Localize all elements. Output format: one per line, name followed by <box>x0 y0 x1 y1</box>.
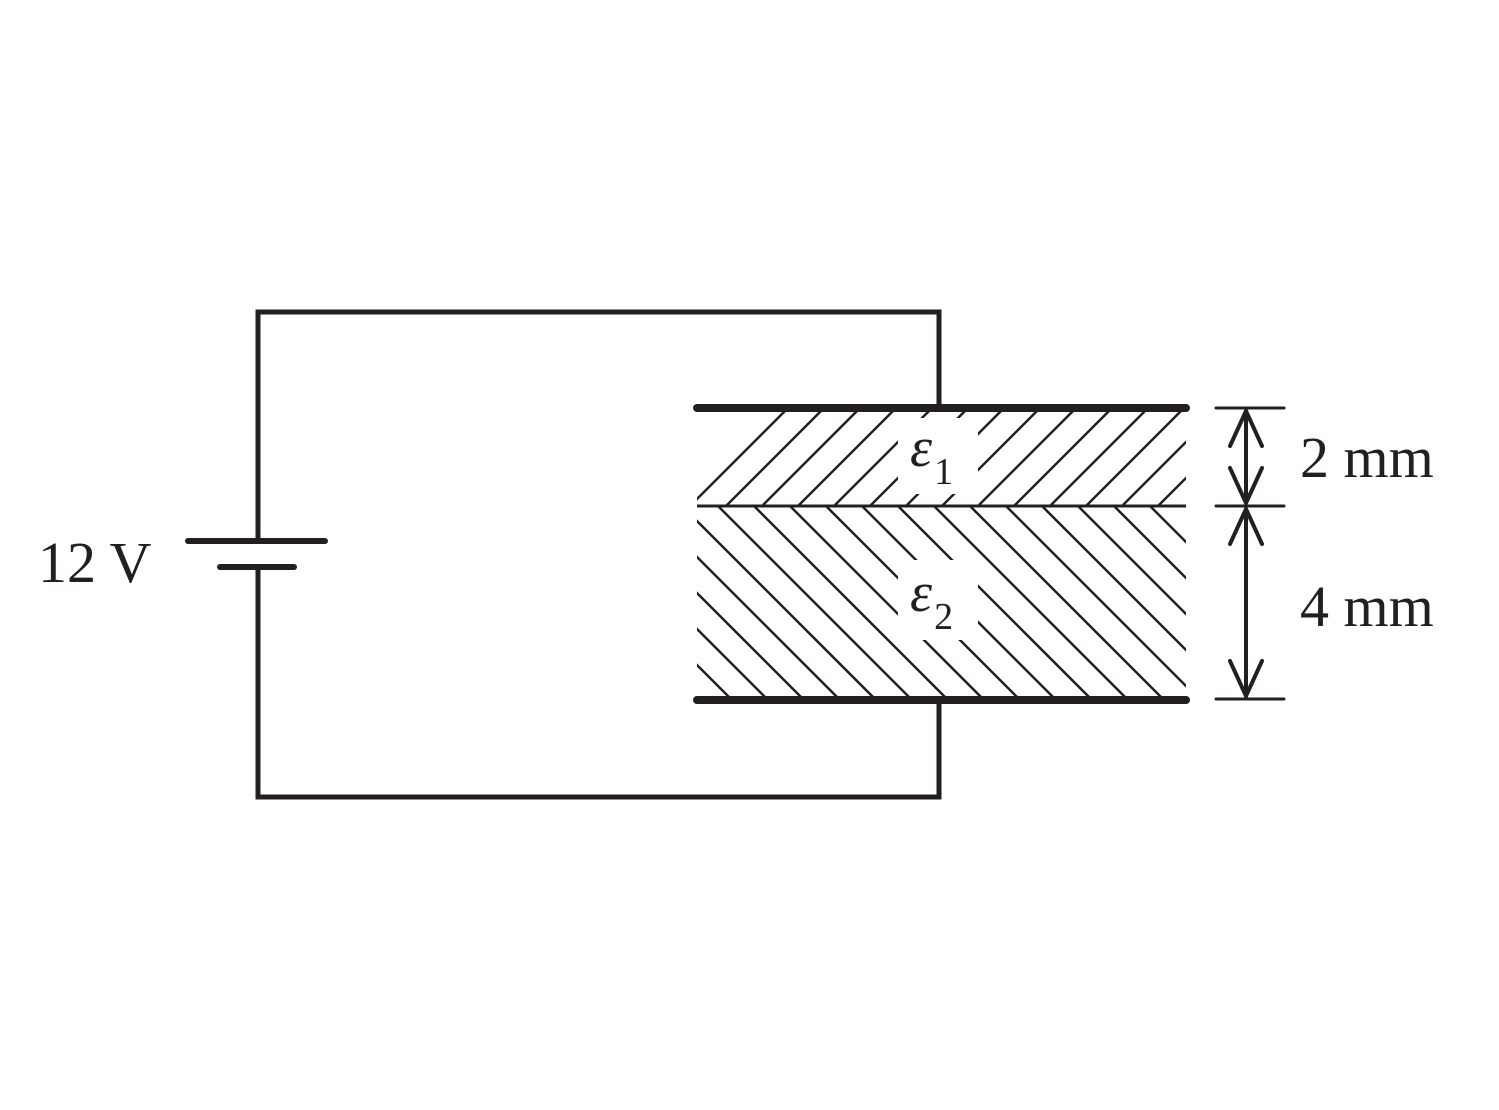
epsilon-2-label: ε2 <box>910 562 953 638</box>
hatch-line <box>761 410 860 506</box>
hatch-line <box>500 504 700 704</box>
bottom-wire <box>255 564 942 800</box>
hatch-line <box>725 410 824 506</box>
hatch-line <box>716 506 913 699</box>
hatch-line <box>1004 506 1186 688</box>
battery-voltage-label: 12 V <box>38 530 151 595</box>
arrowhead-lower-bottom <box>1228 659 1264 698</box>
hatch-line <box>752 506 949 699</box>
hatch-line <box>1085 410 1184 506</box>
upper-label-backdrop <box>898 418 978 494</box>
hatch-line <box>968 506 1165 699</box>
arrowhead-upper-top <box>1228 409 1264 448</box>
upper-dielectric-hatching <box>697 410 1186 506</box>
hatch-line <box>697 519 877 699</box>
hatch-line <box>697 663 733 699</box>
hatch-line <box>797 410 896 506</box>
hatch-line <box>896 506 1093 699</box>
hatch-line <box>1121 440 1186 506</box>
hatch-line <box>1076 506 1186 616</box>
hatch-line <box>1040 506 1186 652</box>
hatch-line <box>697 591 805 699</box>
hatch-line <box>977 410 1076 506</box>
top-wire <box>255 309 942 543</box>
hatch-line <box>1148 506 1186 544</box>
hatch-line <box>1157 476 1186 506</box>
arrowhead-upper-bottom <box>1228 466 1264 505</box>
upper-thickness-label: 2 mm <box>1300 425 1434 490</box>
hatch-line <box>788 506 985 699</box>
lower-label-backdrop <box>898 560 978 640</box>
arrowhead-lower-top <box>1228 507 1264 546</box>
hatch-line <box>697 410 788 501</box>
hatch-line <box>697 627 769 699</box>
hatch-line <box>1013 410 1112 506</box>
hatch-line <box>1049 410 1148 506</box>
battery-symbol <box>185 538 328 570</box>
lower-thickness-label: 4 mm <box>1300 574 1434 639</box>
hatch-line <box>697 555 841 699</box>
hatch-line <box>932 506 1129 699</box>
hatch-line <box>1112 506 1186 580</box>
circuit-wires <box>255 309 942 800</box>
epsilon-1-label: ε1 <box>910 417 953 493</box>
dimension-markers <box>1214 406 1286 701</box>
